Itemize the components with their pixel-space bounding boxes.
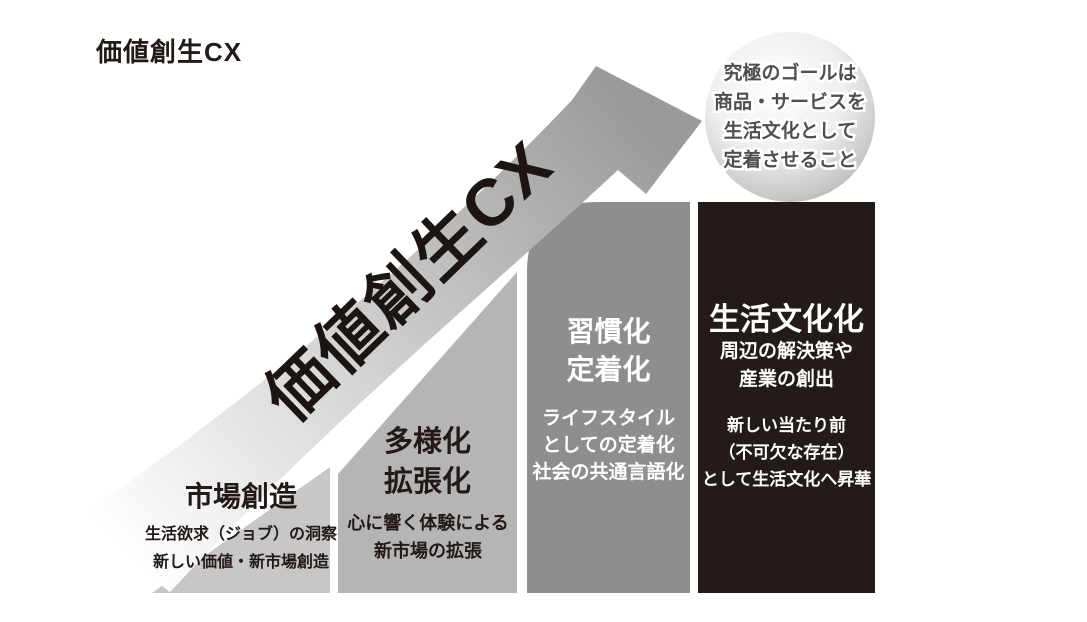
goal-line-text: 定着させること: [723, 150, 857, 171]
goal-line-text: 商品・サービスを: [713, 92, 866, 113]
stage2-heading-line: 多様化: [383, 426, 471, 458]
stage1-heading: 市場創造: [184, 481, 297, 512]
stage3-desc-line: としての定着化: [542, 435, 675, 456]
goal-line-text: 生活文化として: [723, 121, 857, 142]
stage4-desc-line: 新しい当たり前: [727, 416, 846, 435]
stage2-heading: 多様化 拡張化: [338, 422, 517, 502]
goal-sphere-text: 究極のゴールは 究極のゴールは 商品・サービスを 商品・サービスを 生活文化とし…: [700, 59, 880, 175]
stage3-heading-line: 定着化: [566, 354, 651, 385]
page-title: 価値創生CX: [96, 37, 243, 67]
stage3-desc-line: ライフスタイル: [541, 408, 675, 429]
stage4-desc-line: として生活文化へ昇華: [701, 470, 872, 489]
stage4-description-2: 新しい当たり前 （不可欠な存在） として生活文化へ昇華: [694, 412, 879, 493]
stage4-desc-line: （不可欠な存在）: [718, 443, 855, 462]
goal-line: 定着させること 定着させること: [721, 148, 859, 174]
stage3-block: [527, 202, 690, 593]
stage1-description: 生活欲求（ジョブ）の洞察 新しい価値・新市場創造: [140, 521, 342, 577]
stage2-desc-line: 新市場の拡張: [374, 541, 482, 561]
stage3-description: ライフスタイル としての定着化 社会の共通言語化: [517, 405, 700, 486]
stage1-desc-line: 生活欲求（ジョブ）の洞察: [144, 526, 337, 543]
goal-sphere: [705, 32, 875, 202]
stage4-desc-line: 産業の創出: [738, 369, 834, 390]
stage2-description: 心に響く体験による 新市場の拡張: [330, 509, 526, 565]
stage4-desc-line: 周辺の解決策や: [719, 341, 853, 362]
goal-line-text: 究極のゴールは: [723, 63, 857, 84]
goal-line: 商品・サービスを 商品・サービスを: [711, 90, 868, 116]
stage4-description: 周辺の解決策や 産業の創出: [698, 338, 875, 394]
stage3-heading-line: 習慣化: [566, 316, 651, 347]
stage1-desc-line: 新しい価値・新市場創造: [152, 554, 329, 571]
growth-arrow: [75, 66, 702, 592]
stage3-heading: 習慣化 定着化: [527, 313, 690, 389]
stage2-heading-line: 拡張化: [383, 466, 471, 498]
goal-line: 生活文化として 生活文化として: [721, 119, 858, 145]
stage3-desc-line: 社会の共通言語化: [532, 462, 685, 483]
goal-line: 究極のゴールは 究極のゴールは: [721, 61, 859, 87]
stage2-desc-line: 心に響く体験による: [347, 513, 509, 533]
stage2-block: [338, 272, 517, 593]
stage4-heading: 生活文化化: [709, 302, 864, 337]
stage4-block: [698, 202, 875, 593]
